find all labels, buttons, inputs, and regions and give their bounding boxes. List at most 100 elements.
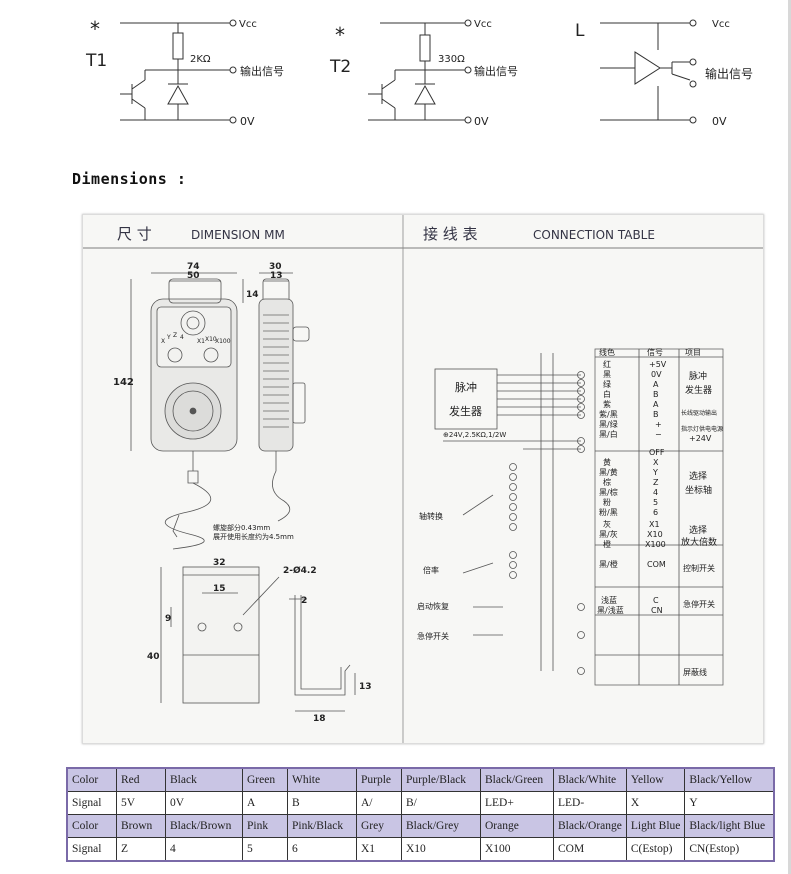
selector-x100: X100: [215, 338, 231, 345]
table-cell: 5V: [116, 791, 166, 815]
t1-resistor-label: 2KΩ: [190, 54, 211, 65]
ct-item-shield: 屏蔽线: [683, 667, 707, 677]
ct-color-10: 黑/黄: [599, 467, 618, 477]
ct-left-led-spec: ⊕24V,2.5KΩ,1/2W: [443, 431, 506, 439]
dim-2: 2: [301, 596, 307, 606]
table-cell: B: [287, 791, 357, 815]
t1-marker: *: [90, 17, 100, 41]
table-cell: B/: [401, 791, 481, 815]
ct-signal-8: OFF: [649, 448, 665, 457]
ct-color-11: 棕: [603, 477, 611, 487]
selector-z: Z: [173, 332, 177, 339]
ct-color-20: 黑/浅蓝: [597, 605, 624, 615]
t2-ground-label: 0V: [474, 115, 489, 128]
ct-header-signal: 信号: [647, 347, 663, 357]
dimension-title-en: DIMENSION MM: [191, 228, 285, 242]
table-cell: X100: [480, 837, 554, 862]
ct-color-14: 粉/黑: [599, 507, 618, 517]
ct-signal-9: X: [653, 458, 659, 467]
dim-18: 18: [313, 714, 326, 724]
dim-9: 9: [165, 614, 171, 624]
circuit-t2: [368, 19, 472, 124]
t2-name: T2: [329, 57, 351, 77]
dim-14: 14: [246, 290, 259, 300]
dim-50: 50: [187, 271, 200, 281]
ct-color-5: 紫/黑: [599, 410, 618, 419]
l-ground-label: 0V: [712, 115, 727, 128]
table-cell: Grey: [356, 814, 402, 838]
dimension-title-cn: 尺 寸: [117, 225, 152, 243]
table-cell: Purple/Black: [401, 767, 481, 792]
table-cell: 6: [287, 837, 357, 862]
t2-resistor-label: 330Ω: [438, 54, 465, 65]
dim-142: 142: [113, 377, 134, 388]
table-cell: X1: [356, 837, 402, 862]
ct-left-gen-2: 发生器: [449, 404, 482, 418]
dimension-drawing-panel: 尺 寸 DIMENSION MM 接 线 表 CONNECTION TABLE …: [82, 214, 764, 744]
ct-left-estop: 急停开关: [417, 631, 449, 641]
selector-x: X: [161, 338, 165, 345]
table-cell: Signal: [66, 791, 117, 815]
ct-item-mult-2: 放大倍数: [681, 536, 717, 548]
table-cell: Black/Orange: [553, 814, 627, 838]
ct-color-13: 粉: [603, 497, 611, 507]
t2-output-label: 输出信号: [474, 64, 518, 78]
ct-color-3: 白: [603, 389, 611, 399]
ct-item-axis-1: 选择: [689, 470, 707, 482]
table-cell: X: [625, 791, 686, 815]
table-cell: C(Estop): [625, 837, 686, 862]
table-cell: Color: [66, 814, 117, 838]
table-cell: COM: [553, 837, 627, 862]
ct-color-19: 浅蓝: [601, 595, 617, 605]
ct-signal-4: A: [653, 400, 659, 409]
dim-40: 40: [147, 652, 160, 662]
ct-signal-6: +: [655, 420, 662, 429]
dim-13-bracket: 13: [359, 682, 372, 692]
circuit-l: [600, 19, 697, 124]
ct-signal-18: COM: [647, 560, 666, 569]
table-cell: Light Blue: [625, 814, 686, 838]
ct-item-ctrl: 控制开关: [683, 563, 715, 573]
ct-signal-2: A: [653, 380, 659, 389]
table-cell: X10: [401, 837, 481, 862]
ct-color-16: 黑/灰: [599, 529, 618, 539]
ct-signal-15: X1: [649, 520, 660, 529]
ct-item-mult-1: 选择: [689, 524, 707, 536]
table-cell: Black/White: [553, 767, 627, 792]
selector-x1: X1: [197, 338, 205, 345]
table-cell: Pink: [242, 814, 288, 838]
table-cell: Black/Green: [480, 767, 554, 792]
dim-30: 30: [269, 262, 282, 272]
ct-color-17: 橙: [603, 539, 611, 549]
ct-signal-13: 5: [653, 498, 658, 507]
ct-color-9: 黄: [603, 457, 611, 467]
table-cell: Y: [684, 791, 775, 815]
cable-note-2: 展开使用长度约为4.5mm: [213, 532, 294, 541]
ct-header-color: 线色: [599, 347, 615, 357]
ct-color-7: 黑/白: [599, 429, 618, 439]
table-cell: Z: [116, 837, 166, 862]
ct-color-6: 黑/绿: [599, 420, 618, 429]
t1-output-label: 输出信号: [240, 64, 284, 78]
table-cell: LED-: [553, 791, 627, 815]
ct-signal-16: X10: [647, 530, 663, 539]
dimensions-heading: Dimensions :: [72, 170, 187, 188]
ct-signal-10: Y: [652, 468, 658, 477]
ct-signal-14: 6: [653, 508, 658, 517]
dim-15: 15: [213, 584, 226, 594]
ct-signal-11: Z: [653, 478, 659, 487]
ct-signal-3: B: [653, 390, 659, 399]
table-cell: 0V: [165, 791, 243, 815]
ct-item-pulse-2: 发生器: [685, 384, 712, 396]
ct-color-1: 黑: [603, 370, 611, 379]
ct-color-15: 灰: [603, 519, 611, 529]
l-name: L: [575, 21, 585, 41]
selector-4: 4: [180, 334, 184, 341]
ct-left-gen-1: 脉冲: [455, 380, 477, 394]
dim-74: 74: [187, 262, 200, 272]
t1-name: T1: [85, 51, 107, 71]
